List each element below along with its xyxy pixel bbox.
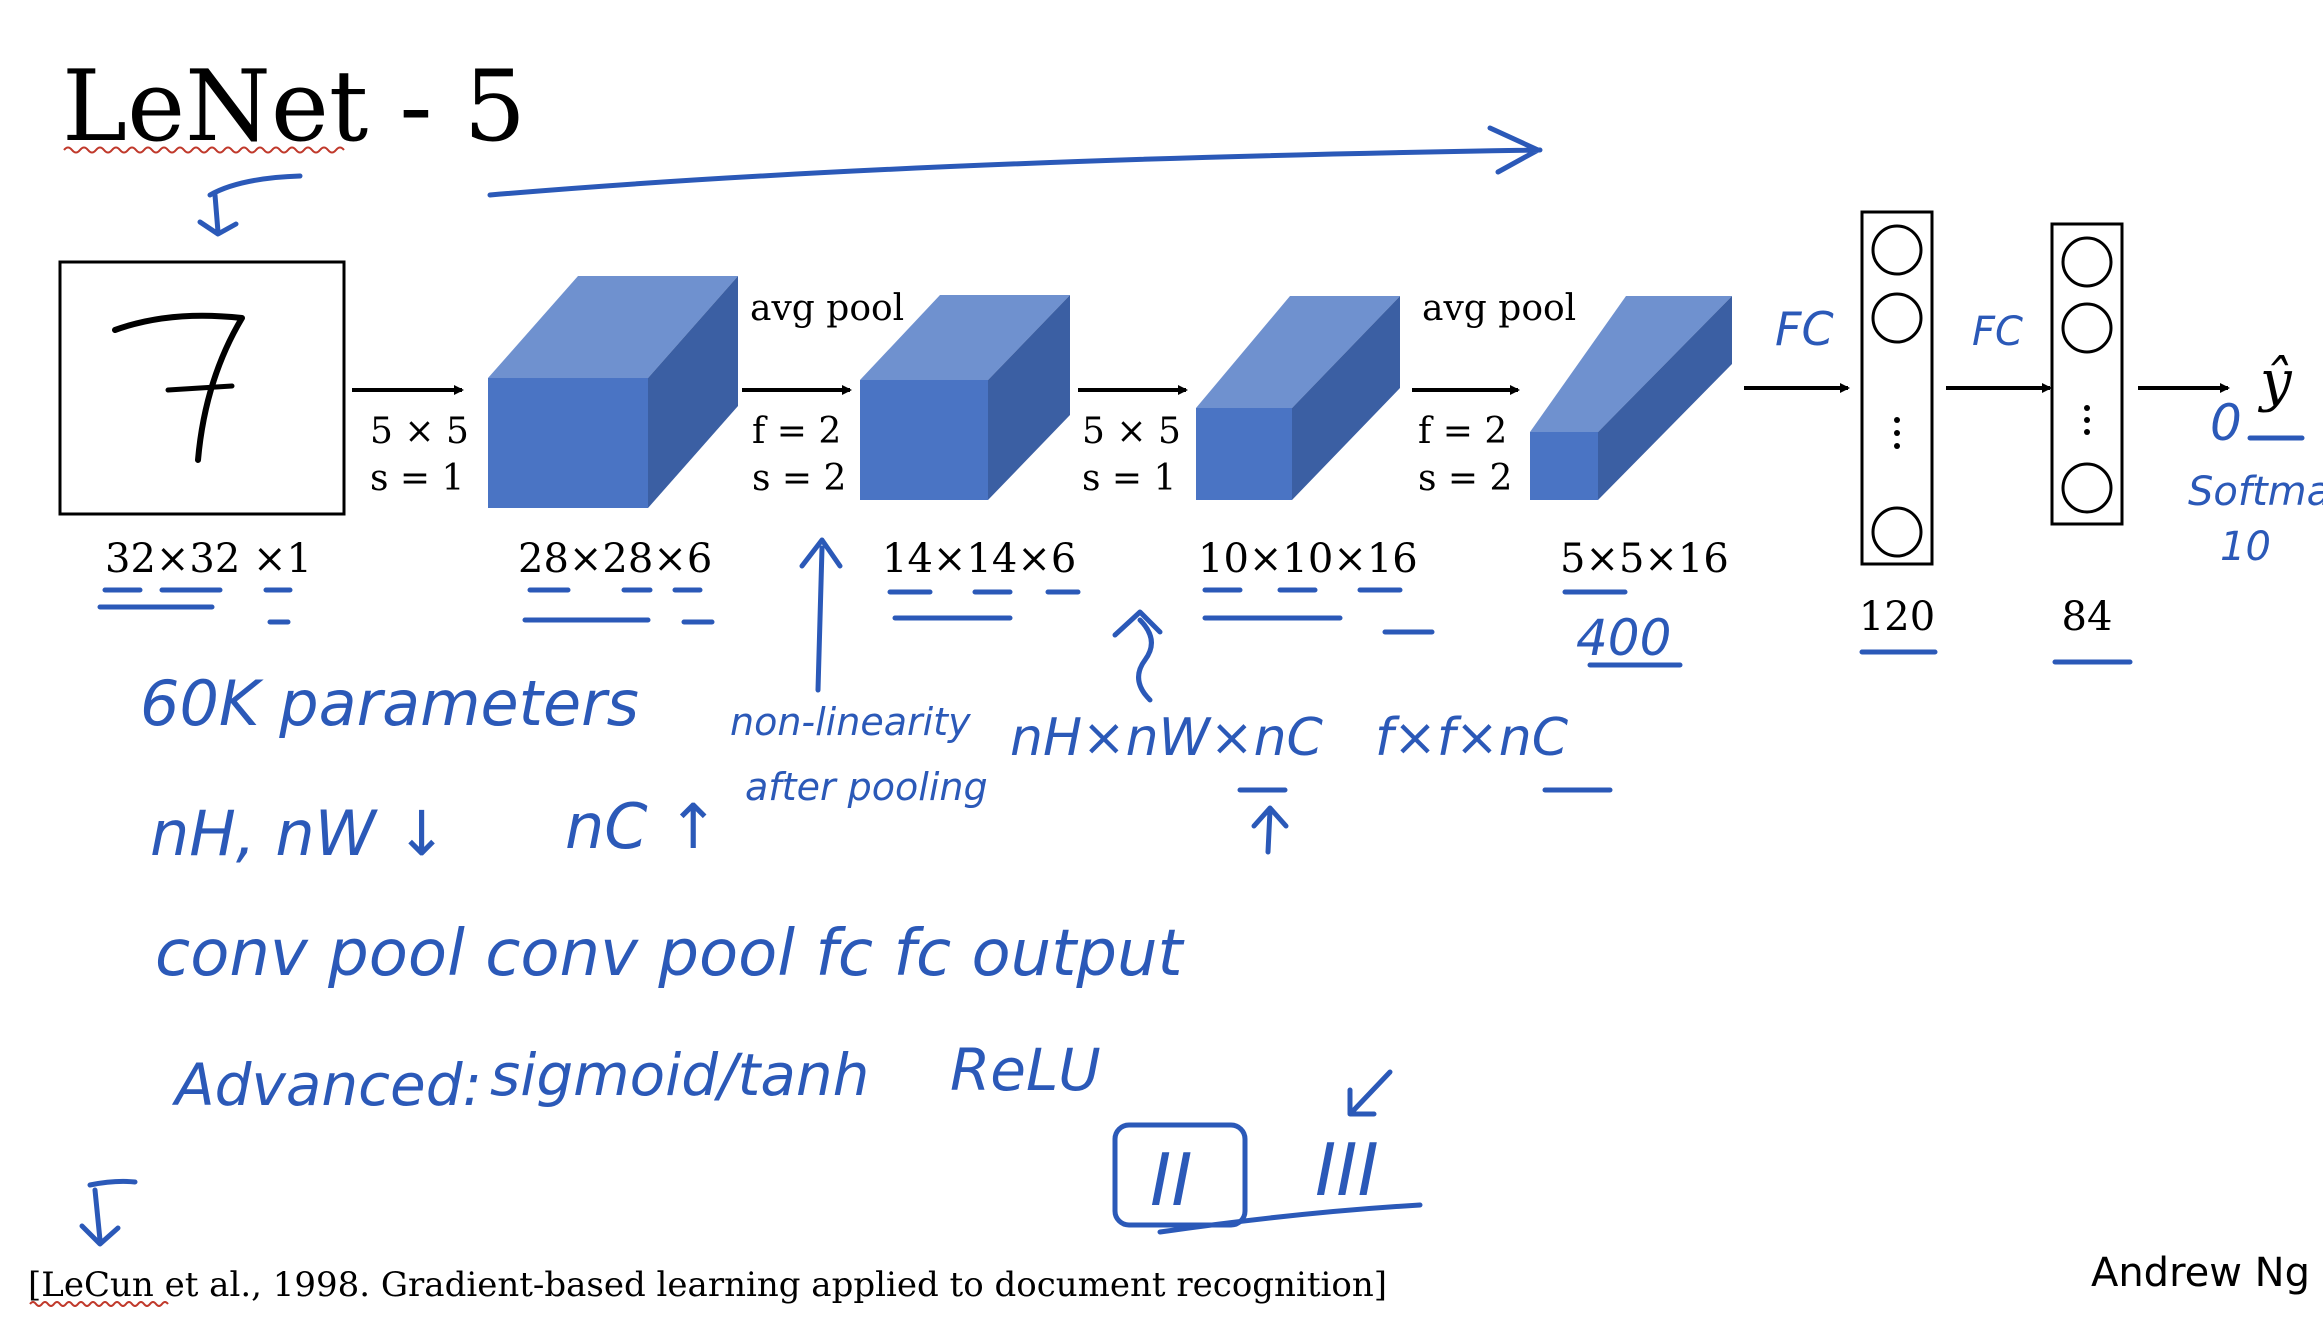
ink-sequence: conv pool conv pool fc fc output bbox=[155, 917, 1186, 991]
ink-nh-nw: nH, nW ↓ bbox=[150, 797, 448, 870]
op4-stride: s = 2 bbox=[1418, 458, 1512, 499]
cube-conv2 bbox=[1196, 296, 1400, 500]
fc1-layer bbox=[1860, 210, 1934, 566]
input-dims: 32×32 ×1 bbox=[105, 536, 312, 582]
ink-volume-nc-underline bbox=[1237, 787, 1289, 855]
ink-advanced: Advanced: bbox=[171, 1051, 482, 1119]
pool1-dims: 14×14×6 bbox=[882, 536, 1076, 582]
cube-conv1 bbox=[488, 276, 738, 508]
ink-section-ii: II bbox=[1150, 1138, 1192, 1222]
ink-squiggle-conv2 bbox=[1112, 609, 1163, 703]
ink-fc2: FC bbox=[1972, 309, 2023, 355]
ink-input-marker bbox=[197, 173, 303, 237]
fc2-layer bbox=[2050, 222, 2124, 526]
ink-output-zero: 0 bbox=[2210, 394, 2242, 452]
op2-filter: f = 2 bbox=[752, 411, 841, 452]
op4-name: avg pool bbox=[1422, 288, 1576, 329]
ink-nonlinearity: non-linearity bbox=[730, 700, 971, 744]
slide-title: LeNet - 5 bbox=[62, 50, 526, 164]
pool2-dims: 5×5×16 bbox=[1560, 536, 1729, 582]
op4-filter: f = 2 bbox=[1418, 411, 1507, 452]
ink-sigmoid-tanh: sigmoid/tanh bbox=[490, 1041, 869, 1109]
ink-dim-underlines bbox=[97, 587, 2133, 668]
op3-kernel: 5 × 5 bbox=[1082, 411, 1181, 452]
op2-stride: s = 2 bbox=[752, 458, 846, 499]
title-spellcheck-underline bbox=[63, 146, 345, 154]
ink-params: 60K parameters bbox=[140, 667, 639, 740]
ink-fc1: FC bbox=[1775, 302, 1834, 356]
conv1-dims: 28×28×6 bbox=[518, 536, 712, 582]
op2-name: avg pool bbox=[750, 288, 904, 329]
ink-up-arrow-pool1 bbox=[799, 537, 843, 693]
ink-softmax-10: 10 bbox=[2220, 524, 2271, 570]
digit-seven-stroke bbox=[112, 312, 245, 463]
citation: [LeCun et al., 1998. Gradient-based lear… bbox=[28, 1265, 1387, 1305]
author: Andrew Ng bbox=[2091, 1250, 2310, 1296]
ink-pointer-iii bbox=[1347, 1069, 1393, 1117]
citation-spellcheck-underline bbox=[29, 1301, 169, 1307]
input-image bbox=[58, 260, 346, 516]
ink-flatten-400: 400 bbox=[1576, 609, 1671, 667]
ink-filter: f×f×nC bbox=[1375, 708, 1569, 768]
ink-relu: ReLU bbox=[950, 1036, 1101, 1104]
op1-stride: s = 1 bbox=[370, 458, 464, 499]
ink-after-pooling: after pooling bbox=[745, 765, 988, 809]
conv2-dims: 10×10×16 bbox=[1198, 536, 1418, 582]
ink-pointer-citation bbox=[79, 1178, 138, 1247]
ink-section-underline bbox=[1157, 1202, 1423, 1235]
cube-pool2 bbox=[1530, 296, 1732, 500]
output-yhat: ŷ bbox=[2257, 349, 2293, 414]
ink-nc: nC ↑ bbox=[565, 790, 719, 863]
cube-pool1 bbox=[860, 295, 1070, 500]
op3-stride: s = 1 bbox=[1082, 458, 1176, 499]
ink-long-arrow bbox=[487, 125, 1543, 198]
ink-softmax: Softmax bbox=[2188, 469, 2323, 515]
ink-box-section-ii bbox=[1112, 1122, 1248, 1228]
fc2-size: 84 bbox=[2062, 594, 2113, 640]
op1-kernel: 5 × 5 bbox=[370, 411, 469, 452]
fc1-size: 120 bbox=[1859, 594, 1935, 640]
ink-volume: nH×nW×nC bbox=[1010, 708, 1324, 768]
ink-section-iii: III bbox=[1315, 1128, 1379, 1212]
